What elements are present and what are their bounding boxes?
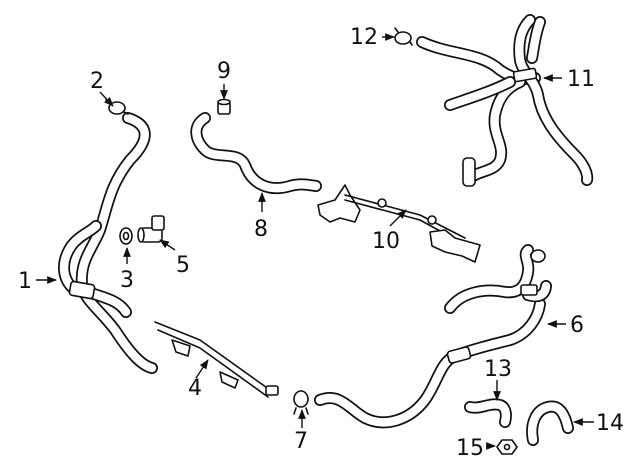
part-12-clamp — [394, 27, 413, 46]
callout-labels: 1 2 3 4 5 6 7 8 9 10 11 12 13 14 15 — [18, 25, 624, 461]
part-4-pipe — [154, 321, 279, 398]
part-9-cap — [217, 98, 231, 115]
callout-8: 8 — [254, 217, 268, 242]
leader-2 — [99, 91, 114, 107]
callout-7: 7 — [294, 429, 308, 454]
callout-6: 6 — [570, 313, 584, 338]
part-6-hose — [314, 244, 552, 429]
part-13-hose — [464, 398, 512, 428]
leader-lines — [36, 33, 594, 450]
part-3-washer — [119, 227, 133, 245]
callout-11: 11 — [567, 67, 595, 92]
callout-13: 13 — [484, 357, 512, 382]
part-7-clamp — [293, 390, 309, 415]
callout-4: 4 — [188, 376, 202, 401]
part-10-bracket — [317, 184, 481, 263]
part-1-hose — [58, 112, 158, 374]
part-5-sensor — [137, 215, 165, 243]
callout-1: 1 — [18, 269, 32, 294]
part-8-hose — [190, 112, 322, 195]
part-11-hose — [416, 14, 594, 187]
callout-2: 2 — [90, 69, 104, 94]
leader-4 — [195, 359, 209, 379]
callout-12: 12 — [350, 25, 378, 50]
callout-10: 10 — [372, 229, 400, 254]
callout-9: 9 — [217, 59, 231, 84]
part-15-nut — [496, 439, 518, 455]
callout-3: 3 — [120, 268, 134, 293]
part-14-hose — [526, 400, 574, 446]
leader-5 — [159, 239, 176, 251]
leader-10 — [389, 209, 407, 227]
callout-15: 15 — [456, 436, 484, 461]
callout-14: 14 — [596, 411, 624, 436]
callout-5: 5 — [176, 253, 190, 278]
